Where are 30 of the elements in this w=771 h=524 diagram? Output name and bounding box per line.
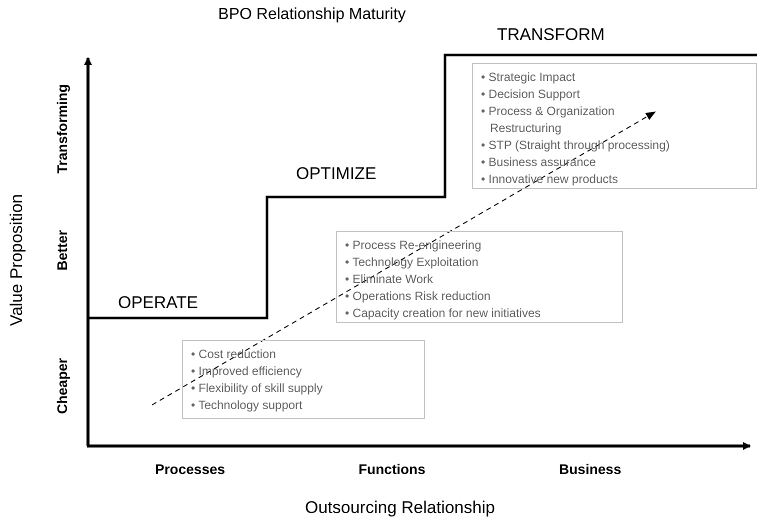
bullet-item: • Flexibility of skill supply <box>191 380 324 397</box>
stage-label: OPERATE <box>118 293 198 313</box>
bullet-item: • Operations Risk reduction <box>345 288 492 305</box>
bullet-item: • Technology support <box>191 397 304 414</box>
bullet-item: • Technology Exploitation <box>345 254 480 271</box>
stage-label: TRANSFORM <box>497 25 605 45</box>
text-box <box>472 63 757 189</box>
axis-tick-label: Business <box>559 461 622 477</box>
bullet-item: • Decision Support <box>481 86 581 103</box>
axis-tick-label: Better <box>54 230 70 270</box>
stage-label: OPTIMIZE <box>296 164 376 184</box>
axis-tick-label: Transforming <box>54 84 70 173</box>
bullet-item: • Cost reduction <box>191 346 277 363</box>
bullet-item: • Improved efficiency <box>191 363 303 380</box>
axis-tick-label: Processes <box>155 461 226 477</box>
bullet-item: • Process & Organization Restructuring <box>481 103 616 137</box>
bullet-item: • Capacity creation for new initiatives <box>345 305 542 322</box>
axis-tick-label: Functions <box>358 461 426 477</box>
axis-title: Outsourcing Relationship <box>305 498 495 518</box>
text-box <box>182 340 425 419</box>
bullet-item: • Strategic Impact <box>481 69 576 86</box>
axis-tick-label: Cheaper <box>54 358 70 414</box>
bullet-item: • STP (Straight through processing) <box>481 137 671 154</box>
bullet-item: • Business assurance <box>481 154 597 171</box>
bullet-item: • Eliminate Work <box>345 271 434 288</box>
bullet-item: • Process Re-engineering <box>345 237 482 254</box>
chart-title: BPO Relationship Maturity <box>217 6 407 24</box>
text-box <box>336 231 623 323</box>
bullet-item: • Innovative new products <box>481 171 619 188</box>
axis-title: Value Proposition <box>7 194 27 326</box>
